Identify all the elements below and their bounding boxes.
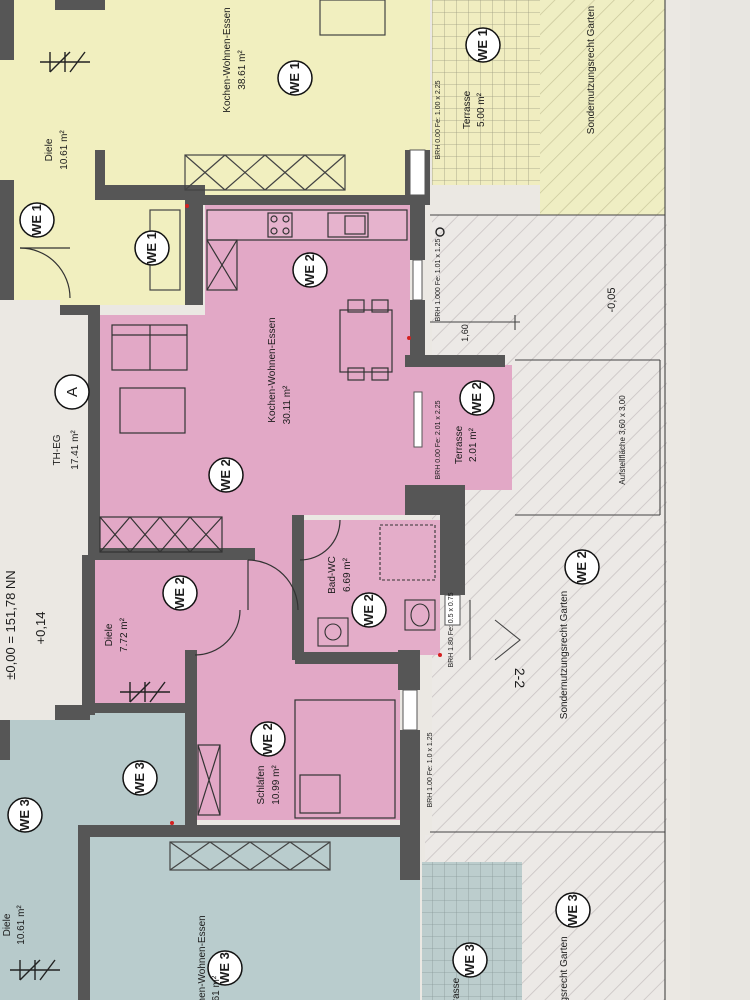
unit-marker-we3-c bbox=[207, 950, 243, 986]
we2-bed-area: 10.99 m² bbox=[271, 765, 282, 805]
unit-marker-we2-bed bbox=[250, 721, 286, 757]
we1-terrace-name: Terrasse bbox=[462, 90, 473, 129]
level-minus-label: -0,05 bbox=[606, 287, 618, 312]
unit-marker-we2-kitchen bbox=[292, 252, 328, 288]
we2-bath bbox=[300, 520, 440, 655]
garden-we3-label: ungsrecht Garten bbox=[559, 936, 570, 1000]
garden-right bbox=[432, 215, 667, 835]
we1-furniture bbox=[149, 0, 386, 291]
we1-terrace-area: 5.00 m² bbox=[476, 92, 487, 127]
we3-area-b bbox=[90, 835, 420, 1000]
unit-marker-we2-bath bbox=[351, 592, 387, 628]
unit-marker-we1-left bbox=[19, 202, 55, 238]
window-bath-label: BRH 1.80 Fe: 0.5 x 0.75 bbox=[448, 592, 455, 667]
unit-marker-we1-mid bbox=[134, 230, 170, 266]
unit-marker-we2-garden bbox=[564, 549, 600, 585]
living-furniture bbox=[99, 324, 223, 553]
we2-bed-name: Schlafen bbox=[256, 766, 267, 805]
we3-label-a: WE 3 bbox=[132, 762, 147, 794]
dimension-label: 1,60 bbox=[460, 324, 470, 342]
we2-label-bed: WE 2 bbox=[260, 723, 275, 755]
we3-terrace-name: rasse bbox=[451, 977, 462, 1000]
unit-marker-we2-hall bbox=[162, 575, 198, 611]
we2-living-area: 30.11 m² bbox=[282, 385, 293, 424]
bedroom-furniture bbox=[197, 699, 396, 819]
outlet-icon bbox=[435, 227, 445, 237]
window-terrace2-label: BRH 0.00 Fe: 2.01 x 2.25 bbox=[435, 400, 442, 479]
we3-label-garden: WE 3 bbox=[565, 894, 580, 926]
we2-label-living: WE 2 bbox=[218, 459, 233, 491]
we3-label-b: WE 3 bbox=[17, 799, 32, 831]
we3-hall-name: Diele bbox=[2, 913, 13, 936]
window-top-terrace-label: BRH 0.00 Fe: 1.00 x 2.25 bbox=[435, 80, 442, 159]
unit-marker-we3-garden bbox=[555, 892, 591, 928]
stair-area: 17.41 m² bbox=[70, 430, 81, 470]
stair-marker-circle bbox=[54, 374, 90, 410]
we2-label-kitchen: WE 2 bbox=[302, 254, 317, 286]
we1-hall-area: 10.61 m² bbox=[59, 130, 70, 170]
we1-area bbox=[0, 0, 430, 315]
we2-area bbox=[95, 205, 430, 820]
we2-living-name: Kochen-Wohnen-Essen bbox=[267, 317, 278, 422]
stair-name: TH-EG bbox=[52, 434, 63, 465]
we1-living-area: 38.61 m² bbox=[237, 50, 248, 90]
we2-hall-area: 7.72 m² bbox=[119, 617, 130, 652]
garden-lines bbox=[430, 0, 666, 1000]
we1-hall-name: Diele bbox=[44, 138, 55, 161]
bath-fixtures bbox=[317, 524, 436, 647]
we2-bath-area: 6.69 m² bbox=[342, 557, 353, 592]
we2-hall-name: Diele bbox=[104, 623, 115, 646]
garden-top-label: Sondernutzungsrecht Garten bbox=[586, 6, 597, 134]
section-label: 2-2 bbox=[512, 668, 528, 688]
we2-terrace-area: 2.01 m² bbox=[468, 427, 479, 462]
we2-label-terrace: WE 2 bbox=[469, 382, 484, 414]
unit-marker-we2-terrace bbox=[459, 380, 495, 416]
we3-hall-area: 10.61 m² bbox=[16, 905, 27, 945]
we1-label-left: WE 1 bbox=[29, 204, 44, 236]
we3-terrace bbox=[422, 862, 522, 1000]
stair-marker-label: A bbox=[64, 387, 81, 397]
we1-label-terrace: WE 1 bbox=[475, 29, 490, 61]
we3-label-d: WE 3 bbox=[462, 944, 477, 976]
red-markers bbox=[170, 204, 442, 825]
unit-marker-we1-terrace bbox=[465, 27, 501, 63]
windows bbox=[402, 149, 461, 731]
kitchen-furniture bbox=[206, 209, 408, 381]
unit-marker-we2-living bbox=[208, 457, 244, 493]
doors bbox=[19, 247, 341, 656]
unit-marker-we3-b bbox=[7, 797, 43, 833]
we3-living-area: .61 m² bbox=[211, 975, 222, 1000]
we1-label-top: WE 1 bbox=[287, 62, 302, 94]
unit-marker-we3-a bbox=[122, 760, 158, 796]
walls bbox=[0, 0, 505, 1000]
we2-label-hall: WE 2 bbox=[172, 577, 187, 609]
we1-label-mid: WE 1 bbox=[144, 232, 159, 264]
we3-living-name: Kochen-Wohnen-Essen bbox=[197, 915, 208, 1000]
level-zero-label: ±0,00 = 151,78 NN bbox=[3, 570, 18, 679]
we1-living-name: Kochen-Wohnen-Essen bbox=[222, 7, 233, 112]
we1-garden bbox=[540, 0, 665, 215]
we2-label-garden: WE 2 bbox=[574, 551, 589, 583]
we2-bath-name: Bad-WC bbox=[327, 556, 338, 594]
we2-label-bath: WE 2 bbox=[361, 594, 376, 626]
window-kitchen-label: BRH 1.000 Fe: 1.01 x 1.25 bbox=[435, 238, 442, 321]
garden-we2-label: Sondernutzungsrecht Garten bbox=[559, 591, 570, 719]
we3-furniture bbox=[169, 841, 331, 871]
level-plus-label: +0,14 bbox=[33, 612, 48, 645]
we2-terrace-name: Terrasse bbox=[454, 425, 465, 464]
unit-marker-we3-d bbox=[452, 942, 488, 978]
unit-markers bbox=[7, 27, 600, 986]
we3-label-c: WE 3 bbox=[217, 952, 232, 984]
unit-marker-we1-top bbox=[277, 60, 313, 96]
stair-symbols bbox=[10, 51, 170, 981]
parking-label: Aufstellfläche 3,60 x 3,00 bbox=[618, 395, 627, 485]
window-bed-label: BRH 1.00 Fe: 1.0 x 1.25 bbox=[427, 732, 434, 807]
